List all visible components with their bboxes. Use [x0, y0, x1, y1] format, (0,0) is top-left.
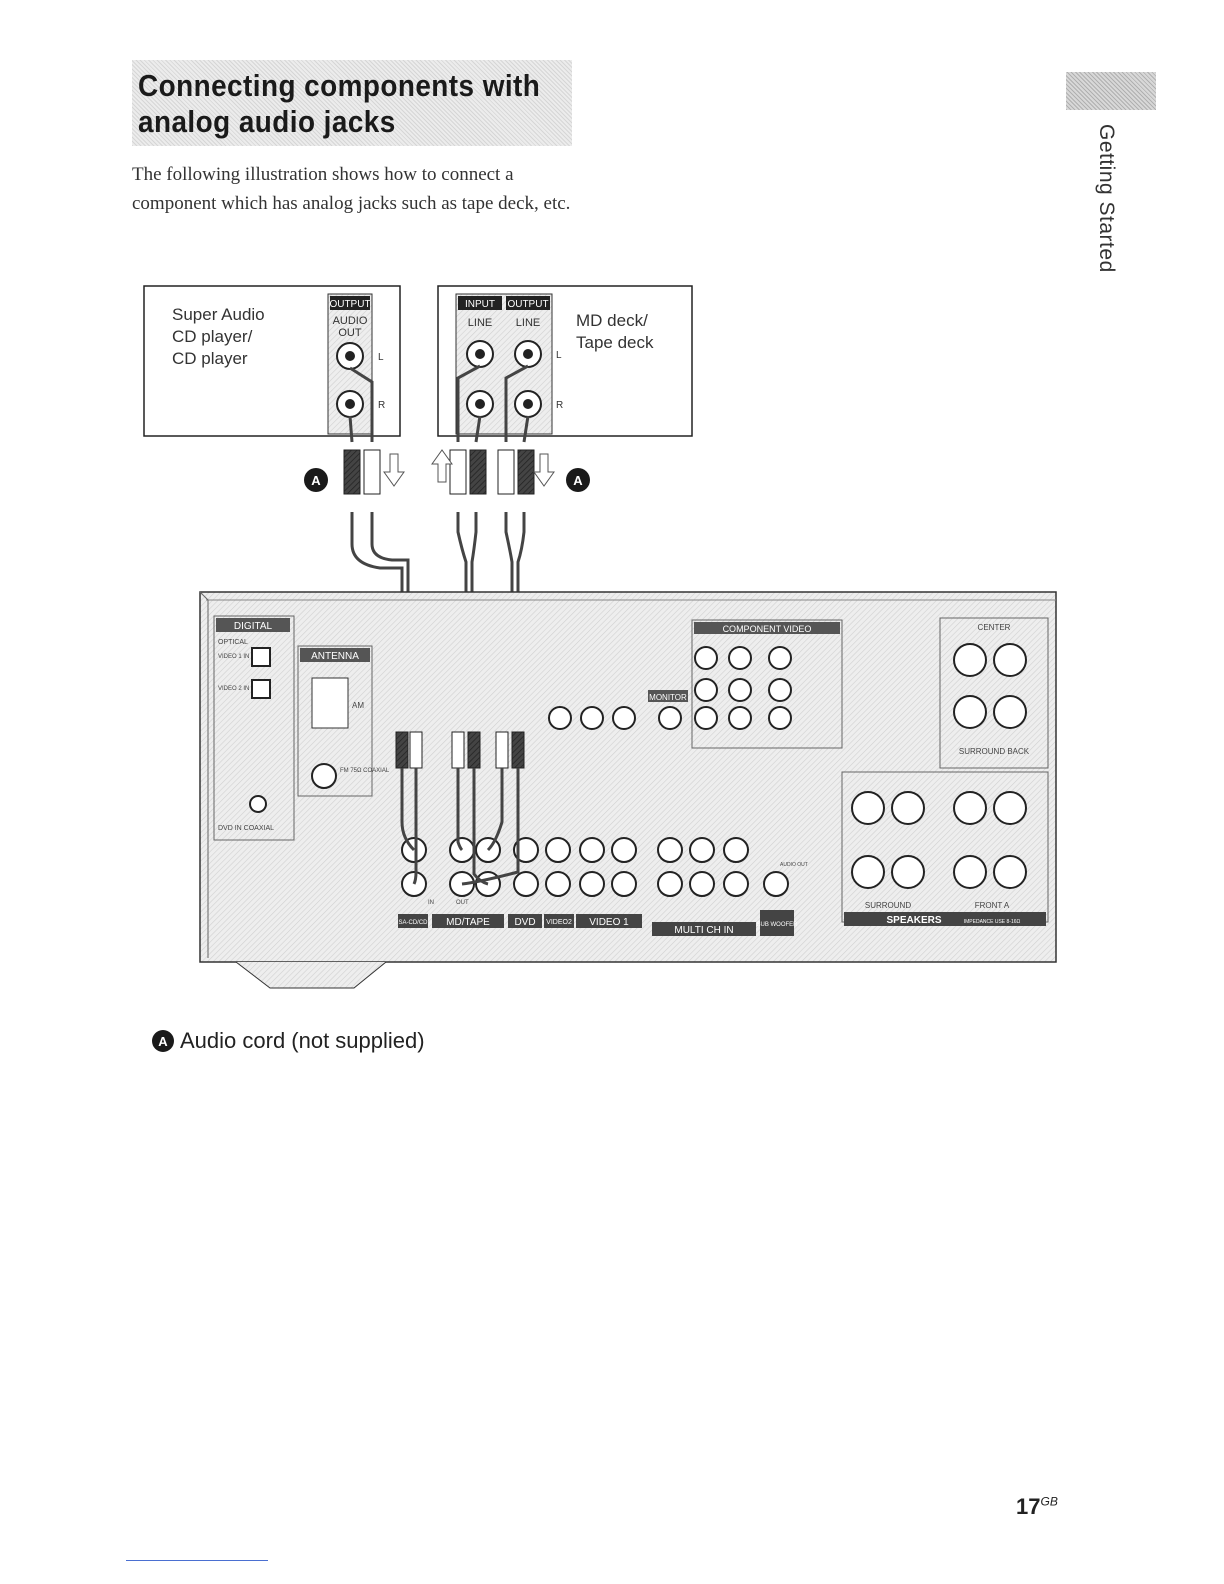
label-md-tape: MD/TAPE: [446, 917, 490, 928]
cd-audio-cord: [348, 366, 410, 682]
receiver-cord-plugs: [395, 731, 525, 886]
md-deck-label-1: MD deck/: [576, 311, 648, 330]
component-video-label: COMPONENT VIDEO: [723, 624, 812, 634]
label-sub-woofer: SUB WOOFER: [756, 922, 798, 928]
md-line-out: LINE: [516, 317, 540, 329]
insert-arrow-down-icon: [383, 453, 405, 487]
input-labels-row: SA-CD/CD MD/TAPE DVD VIDEO2 VIDEO 1 MULT…: [398, 910, 798, 936]
label-video2: VIDEO2: [546, 919, 572, 926]
section-tab-label: Getting Started: [1095, 124, 1118, 273]
md-output-tag: OUTPUT: [507, 299, 548, 310]
label-sacd-cd: SA-CD/CD: [398, 920, 428, 926]
page-number: 17GB: [1016, 1494, 1058, 1520]
video1-in-label: VIDEO 1 IN: [218, 654, 249, 660]
heading-line-1: Connecting components with: [138, 68, 541, 103]
surround-back-label: SURROUND BACK: [959, 747, 1030, 756]
fm-label: FM 75Ω COAXIAL: [340, 768, 390, 774]
receiver-rear-panel: DIGITAL OPTICAL VIDEO 1 IN VIDEO 2 IN DV…: [199, 591, 1057, 989]
cd-player-label-2: CD player/: [172, 327, 253, 346]
cd-cord-plugs: [343, 449, 405, 495]
md-input-tag: INPUT: [465, 299, 495, 310]
page-number-value: 17: [1016, 1494, 1041, 1519]
cd-player-label-3: CD player: [172, 349, 248, 368]
monitor-label: MONITOR: [649, 693, 687, 702]
md-deck-label-2: Tape deck: [576, 333, 654, 352]
cd-ch-right: R: [378, 400, 385, 411]
cord-marker-left-text: A: [311, 473, 321, 488]
speakers-label: SPEAKERS: [886, 915, 941, 926]
md-ch-left: L: [556, 350, 562, 361]
component-video-section: COMPONENT VIDEO: [691, 619, 843, 749]
connection-diagram: Super Audio CD player/ CD player OUTPUT …: [143, 285, 1057, 989]
label-multi-ch-in: MULTI CH IN: [674, 925, 733, 936]
receiver-foot: [235, 961, 387, 989]
insert-arrow-down-icon: [533, 453, 555, 487]
heading-background: [132, 60, 572, 146]
md-audio-cords: [456, 364, 530, 682]
am-label: AM: [352, 701, 364, 710]
dvd-coaxial-label: DVD IN COAXIAL: [218, 825, 274, 832]
figure-caption: A Audio cord (not supplied): [152, 1028, 425, 1054]
footer-link-rule: [126, 1560, 268, 1561]
page-number-suffix: GB: [1040, 1494, 1058, 1509]
impedance-label: IMPEDANCE USE 8-16Ω: [964, 919, 1021, 925]
jack-in-label: IN: [428, 900, 434, 906]
insert-arrow-up-icon: [431, 449, 453, 483]
cd-player-panel: Super Audio CD player/ CD player OUTPUT …: [143, 285, 401, 437]
cord-marker-right-text: A: [573, 473, 583, 488]
antenna-label: ANTENNA: [311, 651, 359, 662]
jack-out-label: OUT: [456, 900, 469, 906]
label-dvd: DVD: [514, 917, 535, 928]
caption-text: Audio cord (not supplied): [180, 1028, 425, 1053]
digital-label: DIGITAL: [234, 621, 273, 632]
section-tab-marker: [1066, 72, 1156, 110]
cd-ch-left: L: [378, 352, 384, 363]
front-a-label: FRONT A: [975, 901, 1010, 910]
md-line-in: LINE: [468, 317, 492, 329]
video-jacks: MONITOR: [548, 690, 688, 730]
md-deck-panel: MD deck/ Tape deck INPUT OUTPUT LINE LIN…: [437, 285, 693, 437]
cd-output-tag: OUTPUT: [329, 299, 370, 310]
sub-woofer-audio-out-label: AUDIO OUT: [780, 862, 808, 868]
md-cord-plugs: [431, 449, 555, 495]
video2-in-label: VIDEO 2 IN: [218, 686, 249, 692]
cord-marker-left: A: [304, 468, 328, 492]
optical-label: OPTICAL: [218, 639, 248, 646]
cd-player-label-1: Super Audio: [172, 305, 265, 324]
section-heading: Connecting components with analog audio …: [138, 68, 540, 140]
surround-label: SURROUND: [865, 901, 911, 910]
cd-audio-label: AUDIO: [333, 315, 368, 327]
cord-marker-right: A: [566, 468, 590, 492]
intro-paragraph: The following illustration shows how to …: [132, 164, 571, 214]
center-label: CENTER: [978, 623, 1011, 632]
heading-line-2: analog audio jacks: [138, 104, 396, 139]
cord-marker-badge: A: [152, 1030, 174, 1052]
cd-out-label: OUT: [338, 327, 362, 339]
label-video1: VIDEO 1: [589, 917, 629, 928]
speaker-terminals: CENTER SURROUND BACK SURROUND FRONT A SP…: [841, 617, 1049, 926]
md-ch-right: R: [556, 400, 563, 411]
